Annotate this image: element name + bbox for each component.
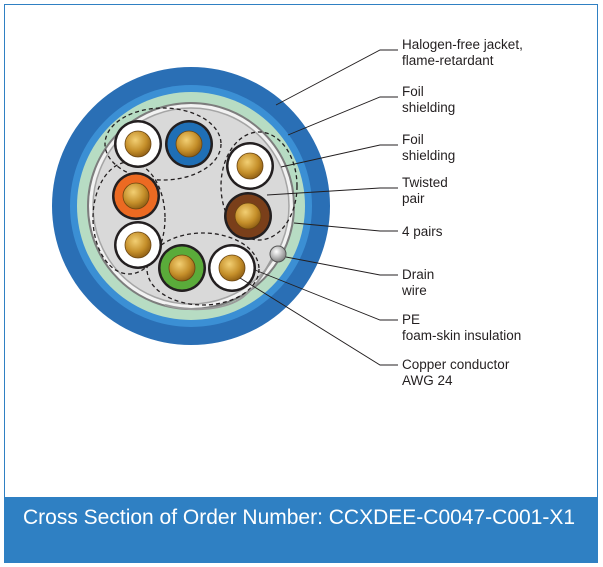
leader-pairs (293, 222, 398, 232)
conductor-green (158, 244, 206, 292)
pair-shield-4 (146, 232, 260, 306)
label-jacket-line1: Halogen-free jacket, (402, 37, 523, 52)
pair-shield-2 (220, 131, 298, 241)
label-pe: PE foam-skin insulation (402, 312, 521, 343)
caption-text: Cross Section of Order Number: CCXDEE-C0… (23, 506, 576, 529)
leader-drain (285, 256, 398, 276)
label-pairs: 4 pairs (402, 224, 443, 239)
label-drain-line2: wire (401, 283, 427, 298)
cable-body (52, 67, 330, 345)
leader-foil-pair (280, 144, 398, 168)
label-copper: Copper conductor AWG 24 (402, 357, 513, 388)
label-drain: Drain wire (401, 267, 438, 298)
conductor-white-1 (114, 120, 162, 168)
leader-lines (239, 49, 398, 366)
label-foil-pair-line1: Foil (402, 132, 424, 147)
label-foil-outer-line2: shielding (402, 100, 455, 115)
label-copper-line2: AWG 24 (402, 373, 453, 388)
drain-wire (269, 245, 287, 263)
leader-twisted-pair (266, 187, 398, 196)
cable-cross-section-diagram: Halogen-free jacket, flame-retardant Foi… (52, 37, 527, 388)
conductor-brown (224, 192, 272, 240)
pair-shield-1 (104, 107, 222, 181)
conductors (112, 120, 274, 292)
leader-pe (254, 269, 398, 321)
label-twisted-pair-line1: Twisted (402, 175, 448, 190)
label-twisted-pair: Twisted pair (402, 175, 452, 206)
caption-bar: Cross Section of Order Number: CCXDEE-C0… (5, 497, 597, 562)
leader-foil-outer (287, 96, 398, 136)
label-foil-pair: Foil shielding (402, 132, 455, 163)
label-pairs-line1: 4 pairs (402, 224, 443, 239)
leader-jacket (275, 49, 398, 106)
conductor-white-3 (114, 221, 162, 269)
drain-wire-contact (164, 256, 274, 311)
conductor-orange (112, 172, 160, 220)
diagram-frame: Halogen-free jacket, flame-retardant Foi… (4, 4, 598, 563)
label-foil-pair-line2: shielding (402, 148, 455, 163)
label-drain-line1: Drain (402, 267, 434, 282)
leader-copper (239, 277, 398, 366)
conductor-white-2 (226, 142, 274, 190)
label-foil-outer: Foil shielding (402, 84, 455, 115)
label-jacket: Halogen-free jacket, flame-retardant (402, 37, 527, 68)
conductor-white-4 (208, 244, 256, 292)
label-twisted-pair-line2: pair (402, 191, 425, 206)
label-pe-line2: foam-skin insulation (402, 328, 521, 343)
conductor-blue (165, 120, 213, 168)
label-pe-line1: PE (402, 312, 420, 327)
label-jacket-line2: flame-retardant (402, 53, 494, 68)
label-copper-line1: Copper conductor (402, 357, 510, 372)
label-foil-outer-line1: Foil (402, 84, 424, 99)
